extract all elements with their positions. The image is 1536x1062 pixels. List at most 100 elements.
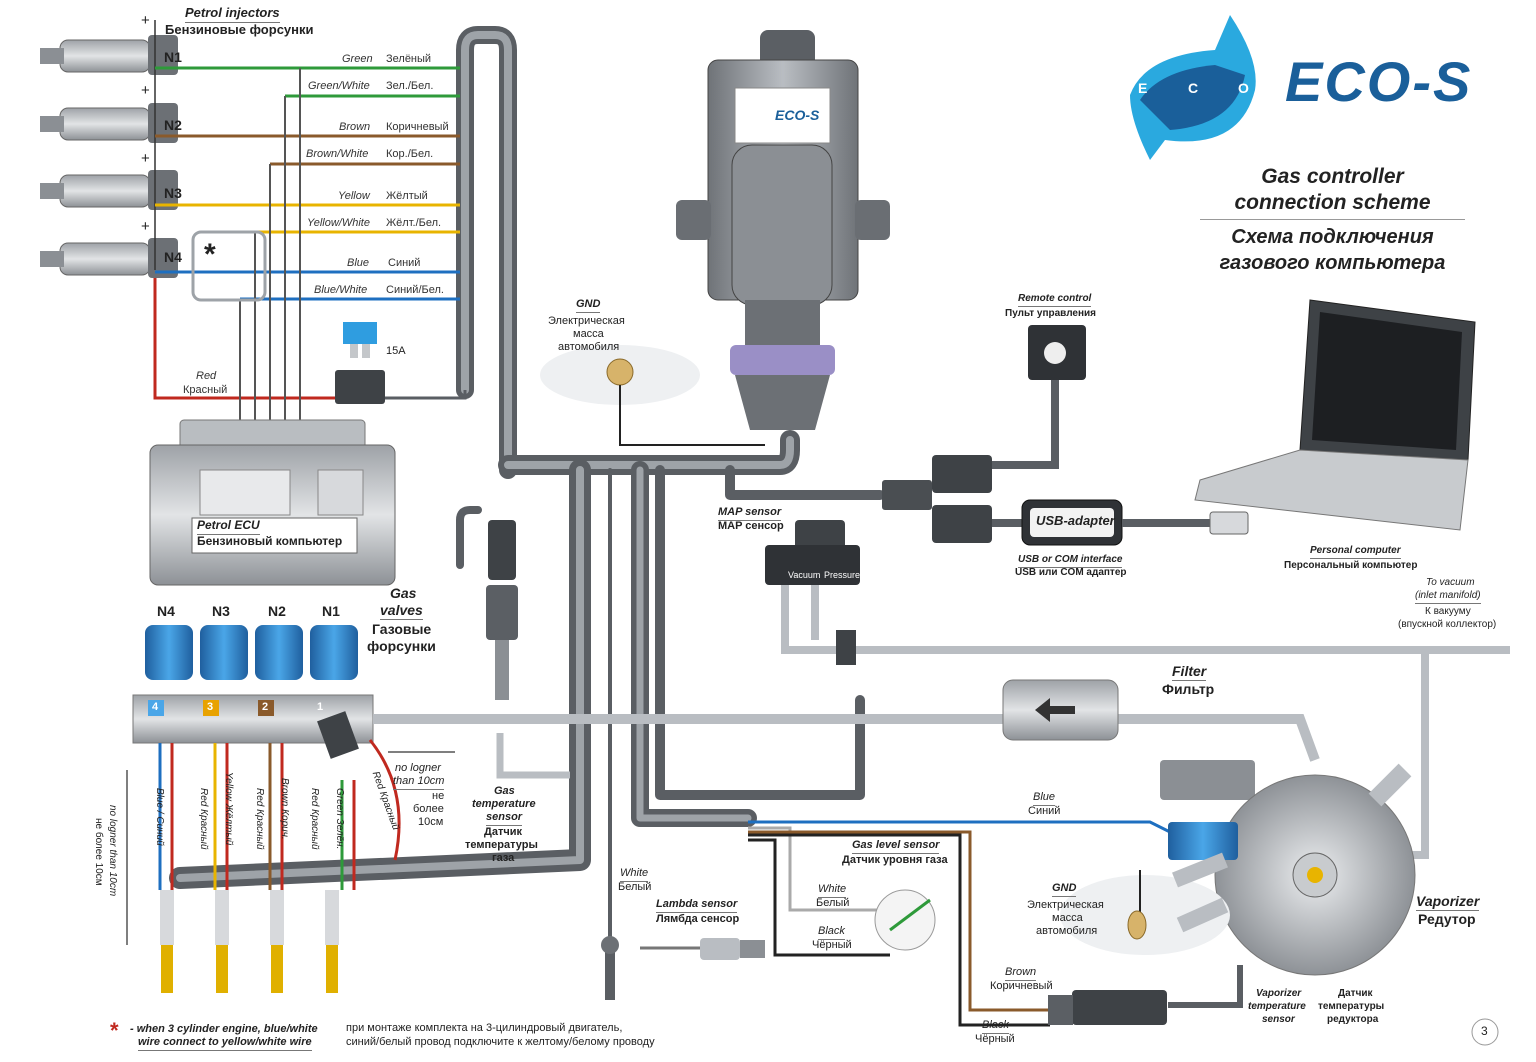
valve-wire-label: Brown Корич. bbox=[279, 778, 290, 840]
map-label-en: MAP sensor bbox=[718, 506, 782, 521]
distance-small-ru: 10см bbox=[418, 816, 444, 828]
wire-label-ru: Коричневый bbox=[386, 121, 449, 133]
distance-small-en: than 10cm bbox=[393, 775, 445, 790]
usb-device-label: USB-adapter bbox=[1036, 513, 1115, 528]
gas-valve-number: 1 bbox=[317, 701, 324, 713]
usb-label-ru: USB или COM адаптер bbox=[1015, 567, 1127, 578]
plus-sign: + bbox=[141, 218, 150, 235]
wire-label-ru: Синий bbox=[388, 257, 421, 269]
red-wire-ru: Красный bbox=[183, 384, 228, 396]
valve-wire-label: Red Красный bbox=[309, 788, 320, 850]
injectors-title-ru: Бензиновые форсунки bbox=[165, 22, 314, 37]
usb-label-en: USB or COM interface bbox=[1018, 554, 1123, 568]
valve-wire-label: Green Зелён. bbox=[334, 788, 345, 850]
footnote-en: - when 3 cylinder engine, blue/white bbox=[130, 1023, 318, 1035]
gas-temp-sensor-graphic bbox=[486, 520, 570, 779]
valve-wire-label: Blue / Синий bbox=[154, 788, 165, 846]
vap-temp-en: Vaporizer bbox=[1256, 988, 1302, 999]
valve-wire-label: Red Красный bbox=[254, 788, 265, 850]
wire-label-ru: Жёлтый bbox=[386, 190, 428, 202]
distance-small-ru: более bbox=[413, 803, 444, 815]
filter-label-ru: Фильтр bbox=[1162, 681, 1215, 697]
red-power-wire bbox=[153, 270, 467, 404]
gas-temp-ru: газа bbox=[492, 852, 515, 864]
petrol-injectors bbox=[40, 20, 178, 278]
wire-label-ru: Кор./Бел. bbox=[386, 148, 434, 160]
plus-sign: + bbox=[141, 150, 150, 167]
gas-level-white-ru: Белый bbox=[816, 897, 850, 909]
valve-wire-label: Yellow Жёлтый bbox=[223, 772, 234, 846]
injector-n4-label: N4 bbox=[164, 249, 182, 265]
gas-temp-ru: температуры bbox=[465, 839, 538, 851]
pc-label-ru: Персональный компьютер bbox=[1284, 560, 1418, 571]
gnd-top-en: GND bbox=[576, 298, 601, 313]
gas-valve-n2-label: N2 bbox=[268, 603, 286, 619]
controller-logo: ECO-S bbox=[775, 107, 820, 123]
gnd-top-ru: масса bbox=[573, 328, 604, 340]
injector-n1-label: N1 bbox=[164, 49, 182, 65]
gas-valve-n4-label: N4 bbox=[157, 603, 175, 619]
vap-temp-en: temperature bbox=[1248, 1001, 1306, 1012]
plus-sign: + bbox=[141, 12, 150, 29]
gnd-bottom-ru: автомобиля bbox=[1036, 925, 1098, 937]
main-harness bbox=[169, 26, 885, 942]
distance-small-ru: не bbox=[432, 790, 445, 802]
laptop-graphic bbox=[1194, 299, 1476, 531]
injector-n3-label: N3 bbox=[164, 185, 182, 201]
gnd-top-ru: Электрическая bbox=[548, 315, 625, 327]
signal-wires bbox=[155, 66, 460, 420]
injector-n2-label: N2 bbox=[164, 117, 182, 133]
vacuum-label-ru: (впускной коллектор) bbox=[1398, 619, 1497, 630]
pc-label-en: Personal computer bbox=[1310, 545, 1401, 559]
title-en-line2: connection scheme bbox=[1234, 191, 1431, 214]
vaporizer-label-en: Vaporizer bbox=[1416, 893, 1480, 912]
gas-valves-en: Gas bbox=[390, 585, 417, 601]
white-wire-ru: Белый bbox=[618, 881, 652, 893]
filter-graphic bbox=[1002, 679, 1119, 741]
gas-temp-en: Gas bbox=[494, 785, 515, 797]
asterisk-mark: * bbox=[204, 238, 216, 271]
valve-wires bbox=[158, 739, 401, 890]
map-sensor-graphic bbox=[765, 520, 1510, 859]
footnote-en: wire connect to yellow/white wire bbox=[138, 1036, 312, 1051]
distance-big-en: no logner than 10cm bbox=[107, 805, 118, 897]
gas-valve-number: 3 bbox=[207, 701, 214, 713]
gas-rail-graphic bbox=[132, 625, 1320, 762]
filter-label-en: Filter bbox=[1172, 663, 1207, 682]
blue-wire-en: Blue bbox=[1033, 791, 1056, 806]
gas-valves-ru: форсунки bbox=[367, 638, 436, 654]
gas-controller-graphic bbox=[676, 30, 890, 430]
vap-temp-ru: температуры bbox=[1318, 1001, 1385, 1012]
wire-label-ru: Зел./Бел. bbox=[386, 80, 434, 92]
page-number: 3 bbox=[1481, 1024, 1488, 1038]
eco-s-logo-icon bbox=[1130, 15, 1256, 160]
vaporizer-label-ru: Редутор bbox=[1418, 911, 1476, 927]
logo-letter-c: C bbox=[1188, 80, 1199, 96]
distance-small-en: no logner bbox=[395, 762, 441, 774]
title-ru-line1: Схема подключения bbox=[1231, 226, 1434, 248]
map-port-pressure: Pressure bbox=[824, 570, 861, 580]
wire-label-ru: Зелёный bbox=[386, 53, 432, 65]
remote-control-graphic bbox=[882, 325, 1086, 543]
vacuum-label-en: (inlet manifold) bbox=[1415, 590, 1481, 604]
distance-big-ru: не более 10см bbox=[93, 818, 104, 886]
gas-valves-en: valves bbox=[380, 602, 423, 621]
gnd-top-ru: автомобиля bbox=[558, 341, 620, 353]
wire-label-en: Yellow/White bbox=[307, 217, 370, 229]
map-label-ru: MAP сенсор bbox=[718, 520, 784, 532]
lambda-label-en: Lambda sensor bbox=[656, 898, 738, 913]
page-number-badge bbox=[1471, 1018, 1499, 1046]
wire-label-ru: Синий/Бел. bbox=[386, 284, 444, 296]
gas-valve-n3-label: N3 bbox=[212, 603, 230, 619]
gas-nozzles bbox=[160, 890, 339, 993]
footnote-ru: синий/белый провод подключите к желтому/… bbox=[346, 1036, 655, 1048]
logo-letter-o: O bbox=[1238, 80, 1249, 96]
injectors-title-en: Petrol injectors bbox=[185, 5, 280, 23]
petrol-ecu-graphic bbox=[149, 419, 396, 586]
wire-label-en: Green bbox=[342, 53, 373, 65]
gas-valve-number: 2 bbox=[262, 701, 269, 713]
logo-letter-e: E bbox=[1138, 80, 1148, 96]
gas-temp-ru: Датчик bbox=[484, 826, 522, 838]
plus-sign: + bbox=[141, 82, 150, 99]
